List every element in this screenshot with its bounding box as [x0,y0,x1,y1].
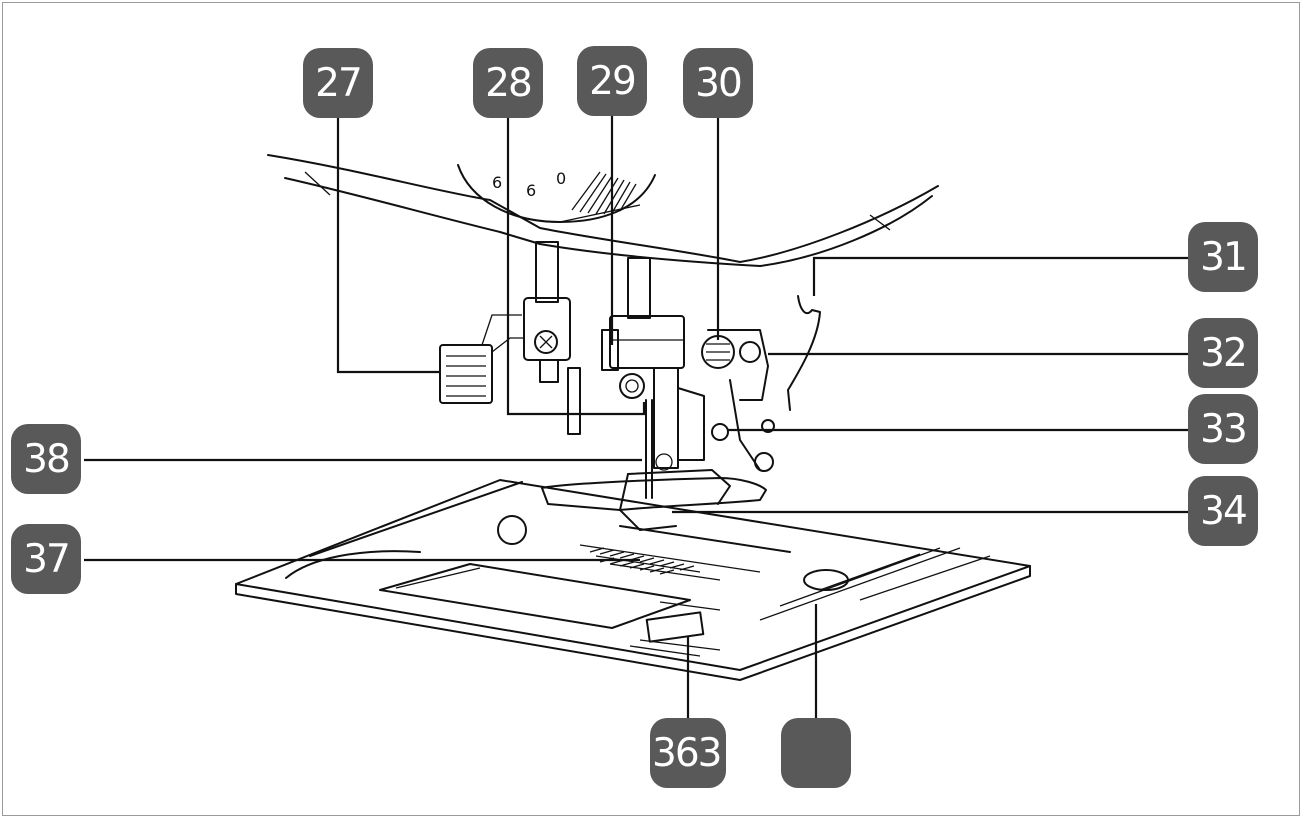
needle-plate [235,479,1031,681]
callout-34: 34 [1188,476,1258,546]
presser-foot [541,469,767,531]
callout-30: 30 [683,48,753,118]
needle-assembly [439,241,821,499]
callout-33: 33 [1188,394,1258,464]
dial-number: 0 [556,169,566,188]
leader-28 [506,100,646,416]
callout-31: 31 [1188,222,1258,292]
callout-32: 32 [1188,318,1258,388]
callout-35 [781,718,851,788]
leader-27 [336,100,440,374]
stitch-dial: 6 6 0 [457,164,656,223]
callout-27: 27 [303,48,373,118]
callout-29: 29 [577,46,647,116]
machine-arm [267,154,939,267]
dial-number: 6 [492,173,502,192]
callout-37: 37 [11,524,81,594]
leader-31 [812,256,1188,296]
leader-lines [84,100,1188,728]
callout-38: 38 [11,424,81,494]
callout-36: 363 [650,718,726,788]
dial-number: 6 [526,181,536,200]
callout-28: 28 [473,48,543,118]
